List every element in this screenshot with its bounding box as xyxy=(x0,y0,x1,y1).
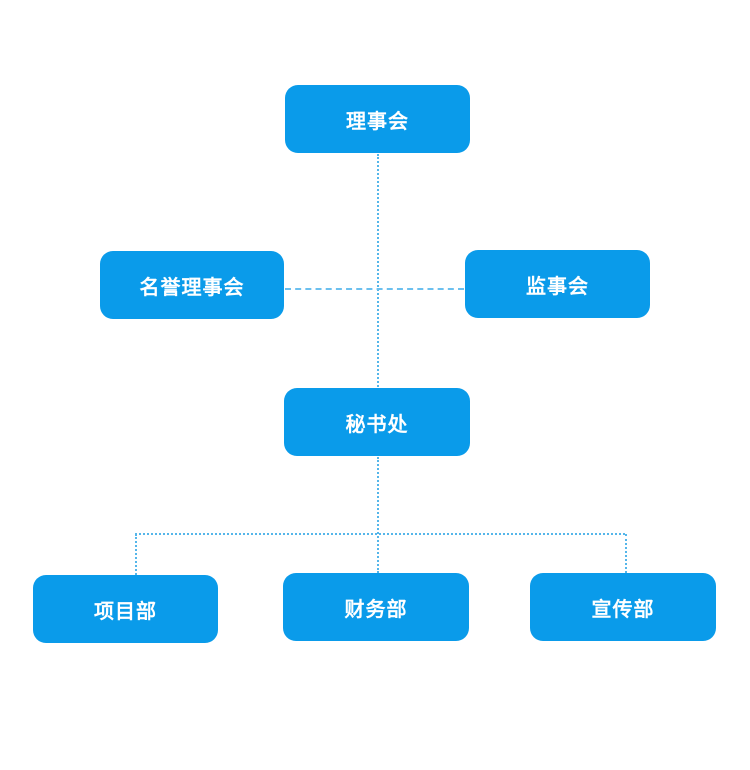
node-secretariat-label: 秘书处 xyxy=(345,411,409,436)
node-supervisory-board-label: 监事会 xyxy=(526,273,589,298)
node-honorary-board-label: 名誉理事会 xyxy=(139,274,245,299)
connector-branch-horizontal xyxy=(135,533,625,535)
node-honorary-board: 名誉理事会 xyxy=(100,251,284,319)
node-publicity-dept: 宣传部 xyxy=(530,573,716,641)
node-publicity-dept-label: 宣传部 xyxy=(591,596,655,621)
node-supervisory-board: 监事会 xyxy=(465,250,650,318)
connector-honorary-to-supervisory xyxy=(285,288,464,290)
connector-board-to-secretariat xyxy=(377,154,379,387)
connector-drop-publicity-dept xyxy=(625,534,627,573)
node-project-dept-label: 项目部 xyxy=(94,598,157,623)
node-finance-dept-label: 财务部 xyxy=(344,596,408,621)
connector-drop-project-dept xyxy=(135,534,137,575)
node-finance-dept: 财务部 xyxy=(283,573,469,641)
connector-secretariat-down xyxy=(377,457,379,573)
node-project-dept: 项目部 xyxy=(33,575,218,643)
node-board-of-directors-label: 理事会 xyxy=(346,108,409,133)
node-secretariat: 秘书处 xyxy=(284,388,470,456)
node-board-of-directors: 理事会 xyxy=(285,85,470,153)
